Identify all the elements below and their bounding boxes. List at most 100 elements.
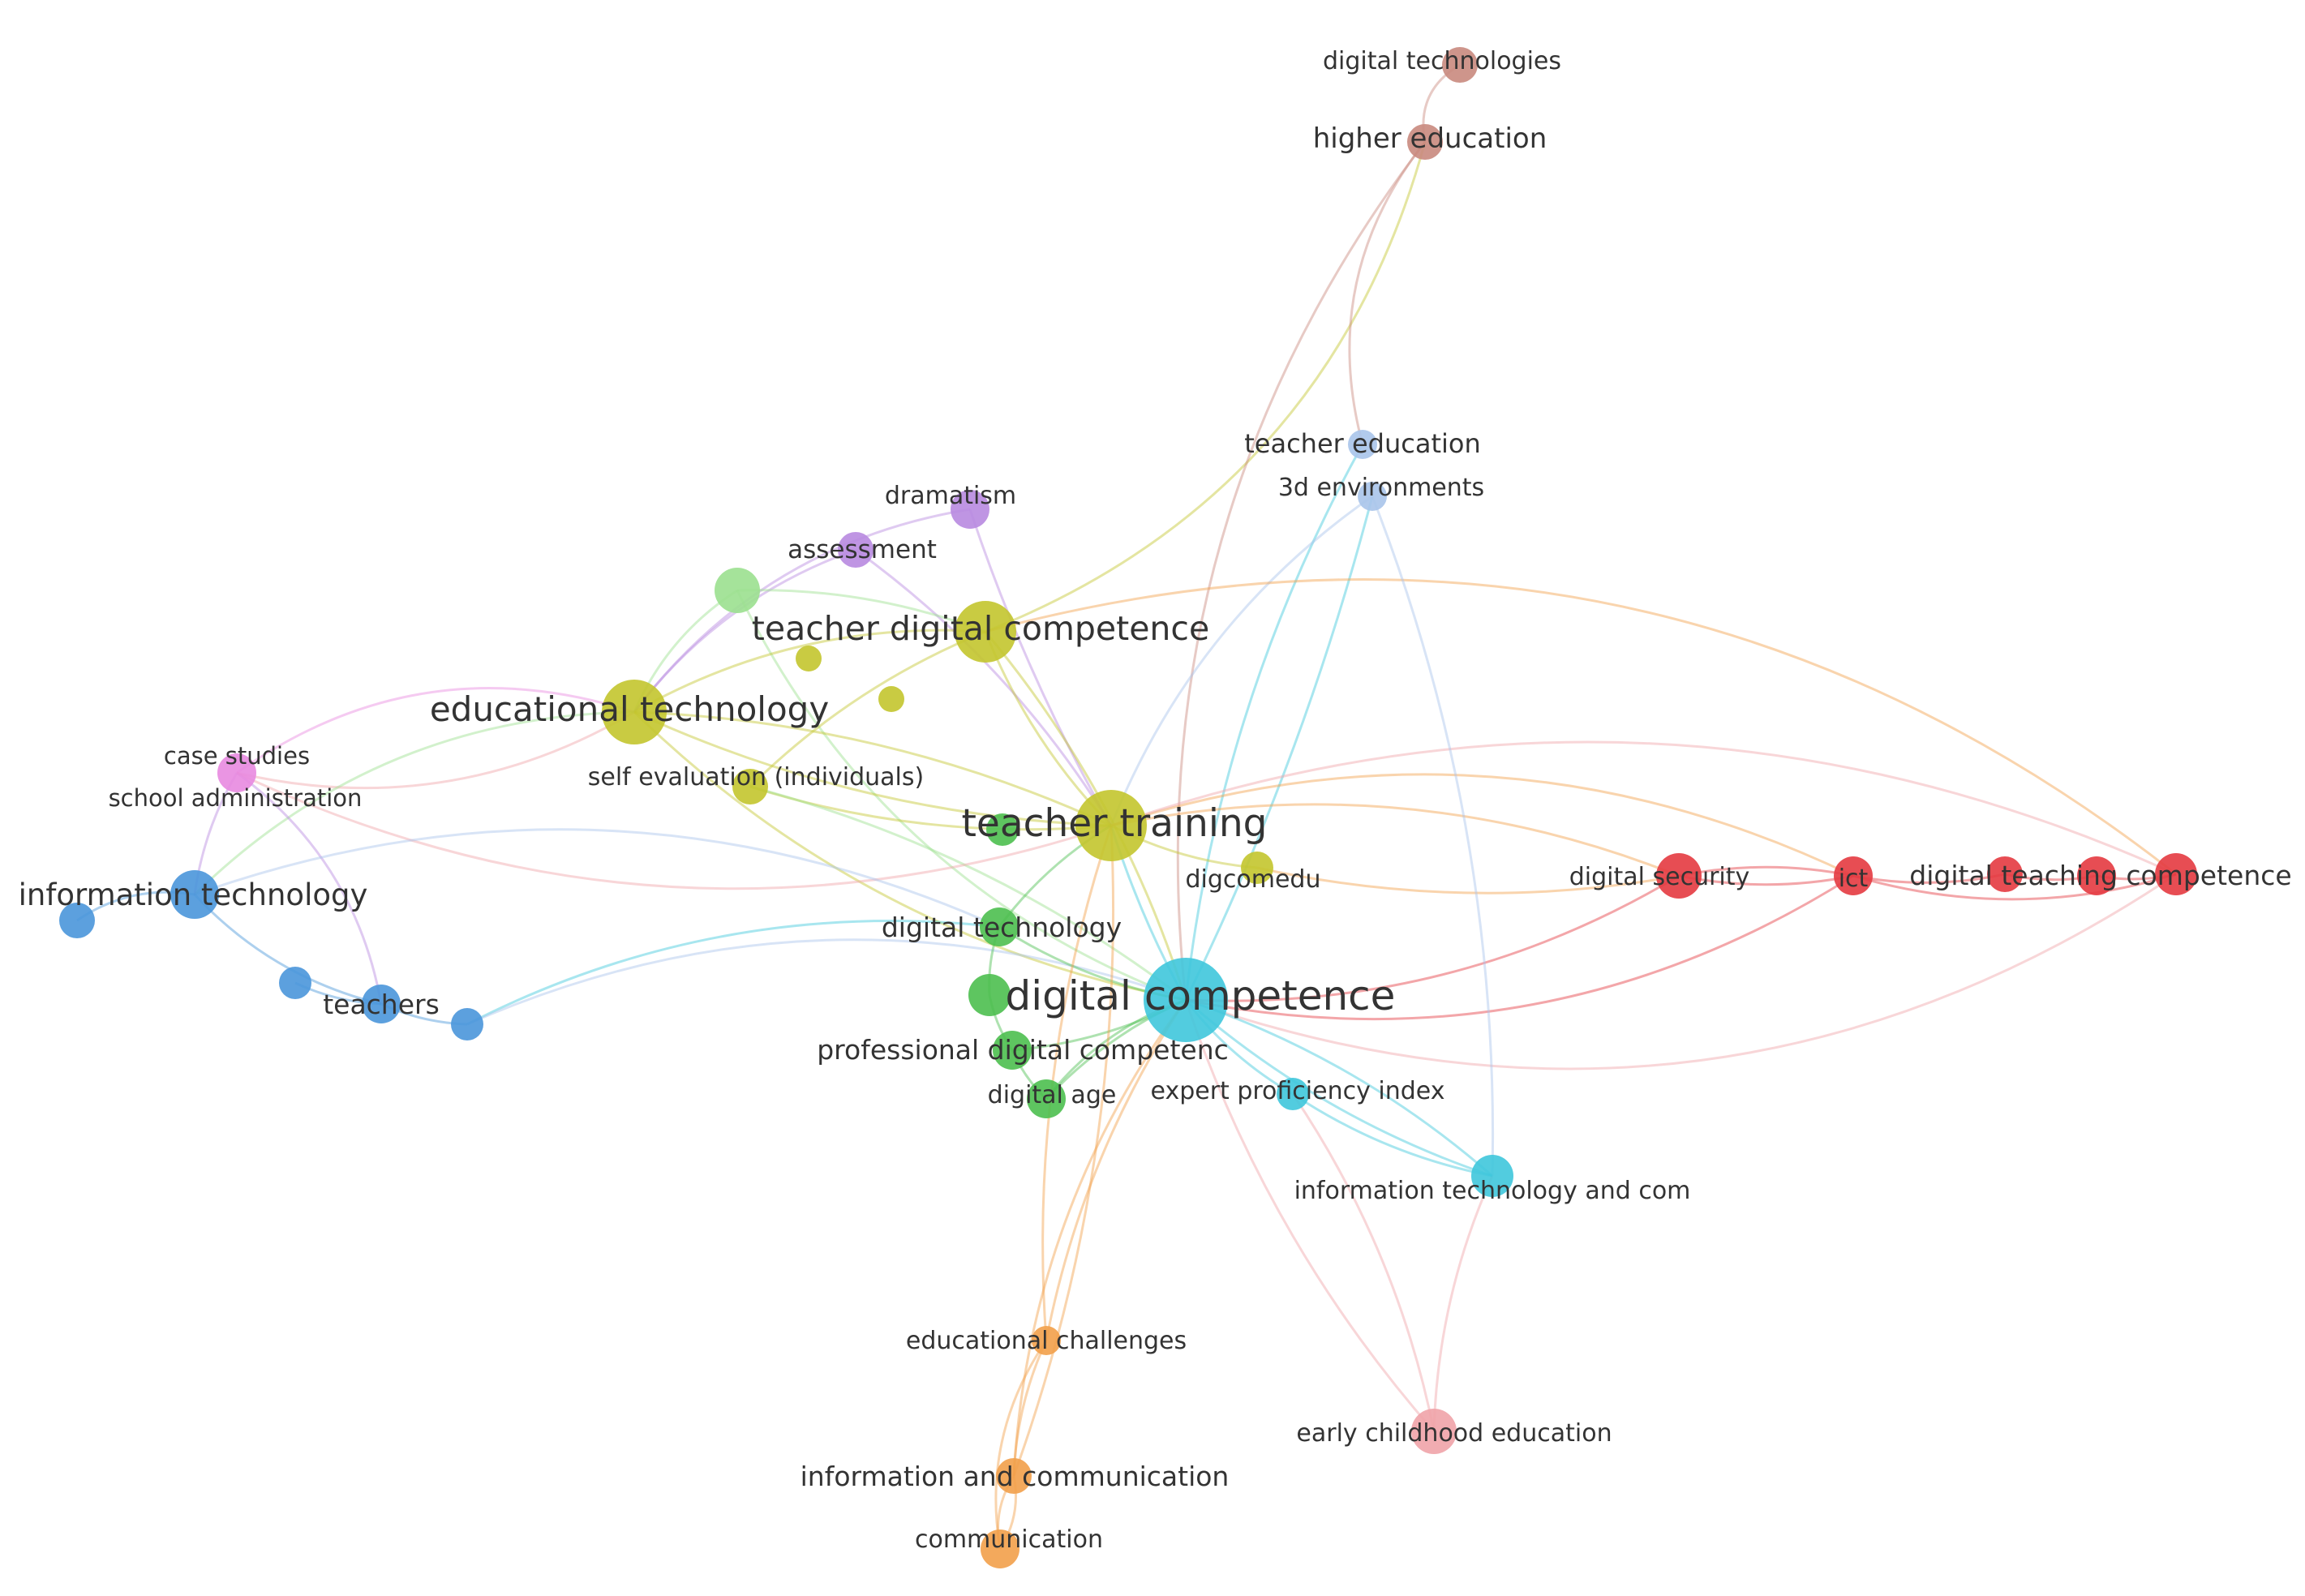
link-teacher-digital-competence-to-self-evaluation	[749, 630, 986, 788]
node-digital-competence[interactable]	[1144, 958, 1228, 1042]
node-digital-age[interactable]	[1027, 1079, 1066, 1118]
node-information-technology[interactable]	[170, 870, 219, 919]
link-digital-competence-to-ict	[1185, 874, 1854, 1021]
node-educational-technology[interactable]	[602, 680, 667, 744]
label-information-technology-and-com[interactable]: information technology and com	[1294, 1177, 1691, 1205]
link-3d-environments-to-digital-competence	[1184, 496, 1374, 1001]
link-blue-small-b-to-digital-competence	[466, 938, 1187, 1026]
node-digital-security[interactable]	[1656, 853, 1702, 899]
node-blue-small-a[interactable]	[279, 967, 311, 999]
link-information-technology-to-teachers	[193, 893, 382, 1006]
node-teacher-education[interactable]	[1348, 430, 1377, 459]
node-expert-proficiency-index[interactable]	[1277, 1078, 1309, 1110]
label-digcomedu[interactable]: digcomedu	[1185, 865, 1320, 894]
node-digcomedu[interactable]	[1241, 852, 1273, 884]
label-teacher-training[interactable]: teacher training	[961, 801, 1267, 846]
node-digital-teaching-c[interactable]	[2155, 853, 2197, 895]
link-teacher-training-to-ict	[1110, 773, 1854, 877]
node-information-technology-and-com[interactable]	[1471, 1155, 1513, 1197]
node-information-and-communication[interactable]	[996, 1458, 1032, 1494]
label-digital-security[interactable]: digital security	[1569, 863, 1750, 891]
label-professional-digital-competenc[interactable]: professional digital competenc	[817, 1034, 1229, 1066]
node-higher-education[interactable]	[1407, 124, 1443, 160]
label-self-evaluation[interactable]: self evaluation (individuals)	[588, 763, 924, 792]
node-layer	[59, 47, 2197, 1568]
label-ict[interactable]: ict	[1839, 865, 1869, 893]
link-expert-proficiency-index-to-information-technology-and-com	[1292, 1092, 1493, 1178]
link-self-evaluation-to-digital-competence	[749, 785, 1187, 1002]
node-blue-small-left[interactable]	[59, 903, 95, 938]
link-expert-proficiency-index-to-early-childhood-education	[1291, 1093, 1436, 1432]
label-digital-age[interactable]: digital age	[988, 1081, 1117, 1109]
label-teachers[interactable]: teachers	[323, 989, 440, 1020]
label-digital-technologies[interactable]: digital technologies	[1323, 47, 1561, 75]
link-educational-technology-to-information-technology	[193, 710, 635, 896]
link-assessment-to-teacher-training	[855, 548, 1113, 826]
link-educational-technology-to-teacher-training	[633, 710, 1112, 827]
node-digital-technologies[interactable]	[1442, 47, 1478, 83]
label-educational-challenges[interactable]: educational challenges	[906, 1327, 1187, 1355]
node-3d-environments[interactable]	[1358, 482, 1387, 511]
link-educational-challenges-to-information-and-communication	[1012, 1340, 1048, 1477]
node-digital-teaching-b[interactable]	[2077, 856, 2116, 895]
node-assessment[interactable]	[838, 532, 873, 568]
label-assessment[interactable]: assessment	[788, 535, 937, 564]
link-information-technology-and-com-to-early-childhood-education	[1432, 1175, 1494, 1432]
link-case-studies-to-teacher-training	[236, 771, 1112, 890]
link-higher-education-to-digital-competence	[1176, 141, 1427, 1001]
node-digital-technology[interactable]	[980, 907, 1019, 946]
link-educational-technology-to-case-studies	[236, 710, 635, 790]
link-educational-technology-to-case-studies	[236, 687, 635, 774]
node-light-green-cluster[interactable]	[715, 568, 760, 613]
node-educational-challenges[interactable]	[1032, 1326, 1061, 1355]
node-blue-small-b[interactable]	[451, 1008, 483, 1040]
link-3d-environments-to-information-technology-and-com	[1371, 496, 1495, 1177]
label-digital-teaching-competence[interactable]: digital teaching competence	[1909, 860, 2291, 891]
link-teacher-training-to-digital-teaching-c	[1110, 740, 2177, 876]
label-information-and-communication[interactable]: information and communication	[801, 1461, 1230, 1492]
link-teacher-education-to-digital-competence	[1184, 444, 1364, 1001]
link-digital-competence-to-information-technology-and-com	[1185, 998, 1493, 1178]
label-communication[interactable]: communication	[915, 1525, 1103, 1554]
label-early-childhood-education[interactable]: early childhood education	[1296, 1419, 1612, 1448]
node-digital-teaching-a[interactable]	[1987, 856, 2023, 892]
node-professional-digital-competenc[interactable]	[993, 1031, 1032, 1070]
label-expert-proficiency-index[interactable]: expert proficiency index	[1151, 1077, 1445, 1105]
label-case-studies[interactable]: case studies	[164, 742, 310, 770]
link-educational-technology-to-teacher-digital-competence	[633, 629, 986, 714]
label-dramatism[interactable]: dramatism	[885, 482, 1016, 510]
link-teacher-training-to-educational-challenges	[1041, 825, 1113, 1341]
node-teacher-training-green[interactable]	[986, 813, 1019, 846]
link-digital-competence-to-information-and-communication	[1012, 999, 1187, 1477]
label-educational-technology[interactable]: educational technology	[430, 689, 829, 729]
label-3d-environments[interactable]: 3d environments	[1278, 474, 1484, 502]
node-communication[interactable]	[981, 1530, 1019, 1568]
link-teacher-digital-competence-to-digital-teaching-c	[985, 578, 2177, 876]
node-dramatism[interactable]	[951, 490, 989, 529]
label-digital-competence[interactable]: digital competence	[1006, 972, 1396, 1019]
node-olive-small-b[interactable]	[878, 686, 904, 712]
link-digital-competence-to-information-technology-and-com	[1185, 998, 1493, 1178]
node-green-small[interactable]	[968, 974, 1011, 1016]
label-teacher-digital-competence[interactable]: teacher digital competence	[752, 609, 1209, 648]
link-digcomedu-to-digital-security	[1256, 866, 1680, 895]
node-teacher-digital-competence[interactable]	[955, 601, 1016, 663]
label-teacher-education[interactable]: teacher education	[1244, 428, 1481, 459]
label-information-technology[interactable]: information technology	[19, 877, 368, 912]
node-teachers[interactable]	[362, 985, 401, 1023]
label-higher-education[interactable]: higher education	[1313, 122, 1547, 155]
link-information-technology-to-digital-technology	[194, 828, 1000, 929]
link-teacher-training-to-information-and-communication	[1012, 825, 1115, 1477]
node-ict[interactable]	[1834, 856, 1873, 895]
node-teacher-training[interactable]	[1075, 790, 1147, 861]
label-digital-technology[interactable]: digital technology	[882, 912, 1122, 943]
link-light-green-cluster-to-teacher-digital-competence	[736, 589, 986, 633]
link-educational-technology-to-teacher-training	[633, 710, 1112, 827]
label-layer: digital technologies higher education te…	[19, 47, 2292, 1554]
node-olive-small-a[interactable]	[796, 646, 822, 671]
node-early-childhood-education[interactable]	[1411, 1409, 1457, 1454]
node-case-studies[interactable]	[217, 753, 256, 792]
node-self-evaluation[interactable]	[732, 769, 768, 804]
label-school-administration[interactable]: school administration	[109, 784, 363, 812]
